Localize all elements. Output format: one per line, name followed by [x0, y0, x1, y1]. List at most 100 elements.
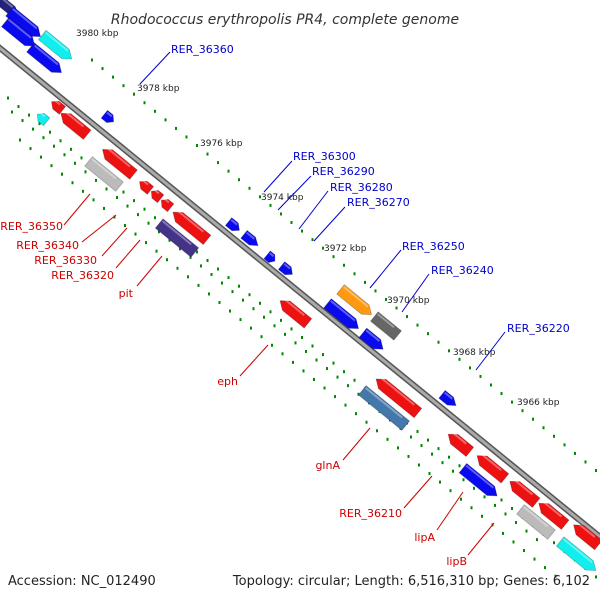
gene-forward-cyan-2[interactable]: [555, 536, 599, 575]
gene-label-RER_36220[interactable]: RER_36220: [507, 322, 570, 335]
tick-mark: [269, 310, 272, 314]
tick-mark: [95, 178, 97, 182]
tick-mark: [449, 489, 452, 493]
gene-forward-d[interactable]: [323, 298, 363, 334]
gene-lipA[interactable]: [506, 477, 541, 508]
gene-reverse-small-1[interactable]: [48, 98, 67, 115]
gene-forward-c[interactable]: [0, 16, 38, 50]
kbp-label-3968: 3968 kbp: [453, 348, 496, 358]
tick-mark: [353, 272, 356, 276]
tick-mark: [259, 195, 261, 199]
gene-RER_36220[interactable]: [438, 389, 459, 409]
gene-RER_36210[interactable]: [473, 451, 510, 484]
gene-RER_36270[interactable]: [277, 261, 295, 279]
gene-label-RER_36300[interactable]: RER_36300: [293, 150, 356, 163]
gene-RER_36340[interactable]: [99, 145, 138, 180]
tick-mark: [460, 497, 462, 501]
gene-reverse-b[interactable]: [158, 196, 175, 213]
tick-mark: [397, 446, 399, 450]
tick-mark: [168, 238, 171, 242]
gene-label-RER_36250[interactable]: RER_36250: [402, 240, 465, 253]
gene-forward-b[interactable]: [26, 42, 66, 78]
gene-label-RER_36240[interactable]: RER_36240: [431, 264, 494, 277]
tick-mark: [532, 417, 534, 421]
gene-pit[interactable]: [169, 207, 212, 246]
tick-mark: [260, 335, 263, 339]
tick-mark: [332, 255, 335, 259]
tick-mark: [500, 392, 503, 396]
gene-label-RER_36210[interactable]: RER_36210: [339, 507, 402, 520]
tick-mark: [386, 437, 389, 441]
tick-mark: [420, 444, 423, 448]
tick-mark: [206, 152, 209, 156]
gene-label-RER_36270[interactable]: RER_36270: [347, 196, 410, 209]
tick-mark: [515, 521, 517, 525]
gene-RER_36350[interactable]: [84, 156, 124, 192]
gene-reverse-d[interactable]: [570, 520, 600, 551]
tick-mark: [511, 400, 513, 404]
gene-forward-small-1[interactable]: [100, 109, 117, 125]
gene-label-RER_36290[interactable]: RER_36290: [312, 165, 375, 178]
tick-mark: [187, 275, 189, 279]
gene-label-RER_36330[interactable]: RER_36330: [34, 254, 97, 267]
tick-mark: [164, 118, 167, 122]
tick-mark: [512, 540, 515, 544]
gene-label-glnA[interactable]: glnA: [315, 459, 340, 472]
gene-forward-grey[interactable]: [516, 504, 556, 540]
gene-RER_36290[interactable]: [240, 229, 261, 249]
gene-RER_36300[interactable]: [224, 217, 242, 235]
tick-mark: [410, 435, 412, 439]
gene-label-lipB[interactable]: lipB: [446, 555, 467, 568]
gene-RER_36240[interactable]: [370, 311, 402, 341]
tick-mark: [238, 284, 240, 288]
gene-label-RER_36320[interactable]: RER_36320: [51, 269, 114, 282]
tick-mark: [126, 204, 129, 208]
gene-RER_36330[interactable]: [136, 178, 155, 195]
tick-mark: [553, 541, 555, 545]
tick-mark: [7, 96, 9, 100]
gene-lipB[interactable]: [535, 499, 570, 530]
tick-mark: [502, 531, 504, 535]
gene-reverse-a[interactable]: [57, 109, 92, 140]
gene-label-RER_36350[interactable]: RER_36350: [0, 220, 63, 233]
tick-mark: [280, 318, 282, 322]
tick-mark: [416, 323, 419, 327]
gene-eph[interactable]: [276, 296, 313, 329]
tick-mark: [470, 506, 473, 510]
tick-mark: [323, 386, 326, 390]
tick-mark: [105, 187, 108, 191]
tick-mark: [196, 250, 198, 254]
gene-label-RER_36340[interactable]: RER_36340: [16, 239, 79, 252]
tick-mark: [332, 361, 335, 365]
tick-mark: [473, 486, 475, 490]
tick-mark: [500, 498, 503, 502]
gene-reverse-cyan-small[interactable]: [34, 110, 51, 127]
kbp-labels: 3980 kbp 3978 kbp 3976 kbp 3974 kbp 3972…: [76, 29, 560, 408]
gene-forward-e[interactable]: [358, 327, 387, 354]
gene-RER_36320[interactable]: [148, 187, 165, 204]
gene-forward-a[interactable]: [5, 6, 45, 42]
gene-label-eph[interactable]: eph: [217, 375, 238, 388]
gene-label-lipA[interactable]: lipA: [414, 531, 435, 544]
tick-mark: [166, 258, 168, 262]
gene-label-RER_36280[interactable]: RER_36280: [330, 181, 393, 194]
tick-mark: [494, 503, 496, 507]
tick-mark: [175, 126, 177, 130]
tick-mark: [189, 255, 192, 259]
gene-glnA-box[interactable]: [357, 385, 411, 431]
gene-pit-box[interactable]: [154, 218, 200, 258]
gene-reverse-c[interactable]: [444, 430, 475, 458]
gene-label-RER_36360[interactable]: RER_36360: [171, 43, 234, 56]
gene-forward-f[interactable]: [458, 462, 501, 500]
gene-label-pit[interactable]: pit: [119, 287, 134, 300]
tick-mark: [431, 452, 433, 456]
tick-mark: [458, 464, 461, 468]
gene-RER_36280[interactable]: [263, 250, 278, 265]
gene-forward-cyan[interactable]: [37, 29, 75, 63]
tick-mark: [483, 495, 486, 499]
tick-mark: [357, 392, 360, 396]
tick-mark: [248, 186, 251, 190]
gene-RER_36250[interactable]: [336, 284, 376, 320]
gene-glnA[interactable]: [372, 374, 423, 419]
